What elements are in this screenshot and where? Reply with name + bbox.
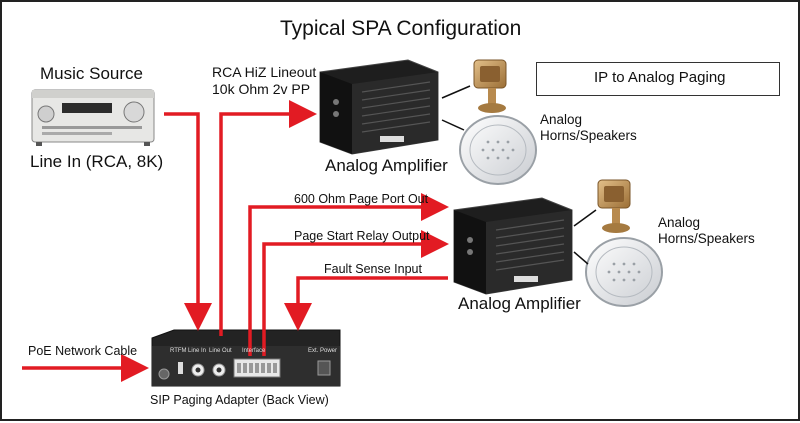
sip-paging-adapter [151, 329, 341, 387]
music-source-title: Music Source [40, 64, 143, 83]
port-label-interface: Interface [242, 348, 266, 354]
diagram-title: Typical SPA Configuration [280, 17, 522, 40]
legend [536, 62, 780, 96]
fault-sense-label: Fault Sense Input [324, 262, 422, 276]
port-label-line-out: Line Out [209, 348, 232, 354]
round-speaker-top [459, 115, 537, 185]
speakers-top-line2: Horns/Speakers [540, 128, 637, 143]
horn-speaker-bottom [597, 179, 631, 233]
poe-cable-label: PoE Network Cable [28, 344, 138, 358]
adapter-caption: SIP Paging Adapter (Back View) [150, 393, 329, 407]
arrow-relay-output [262, 230, 449, 356]
amplifier-bottom-label: Analog Amplifier [458, 294, 581, 313]
signal-arrows [22, 77, 586, 382]
round-speaker-bottom [585, 237, 663, 307]
rca-lineout-line2: 10k Ohm 2v PP [212, 81, 311, 97]
speakers-bottom-line2: Horns/Speakers [658, 231, 755, 246]
port-label-rtfm: RTFM [170, 348, 187, 354]
amplifier-top-label: Analog Amplifier [325, 156, 448, 175]
arrow-fault-sense [284, 276, 448, 331]
speakers-top-line1: Analog [540, 112, 583, 127]
port-label-line-in: Line In [188, 348, 207, 354]
speakers-bottom-line1: Analog [658, 215, 701, 230]
rca-lineout-line1: RCA HiZ Lineout [212, 64, 317, 80]
page-port-label: 600 Ohm Page Port Out [294, 192, 429, 206]
amplifier-top [319, 59, 439, 155]
legend-label: IP to Analog Paging [594, 69, 726, 86]
horn-speaker-top [473, 59, 507, 113]
relay-output-label: Page Start Relay Output [294, 229, 430, 243]
amplifier-bottom [453, 197, 573, 295]
music-source-receiver [31, 89, 155, 146]
music-source-caption: Line In (RCA, 8K) [30, 152, 164, 171]
arrow-music-to-line-in [164, 112, 212, 331]
speaker-wires [441, 85, 597, 265]
port-label-ext-power: Ext. Power [308, 348, 338, 354]
arrow-page-port-out [248, 193, 449, 356]
arrow-line-out-to-amp [219, 100, 317, 336]
